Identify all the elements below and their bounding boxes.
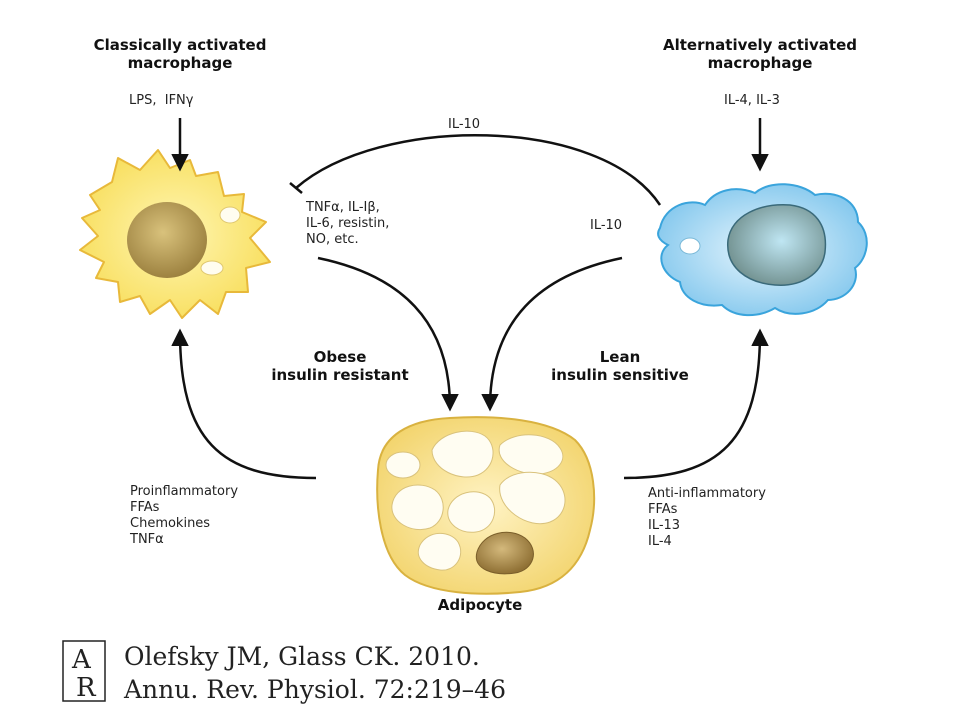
svg-text:A: A: [71, 645, 92, 675]
proinflammatory-factors-list: Proinflammatory FFAs Chemokines TNFα: [130, 484, 239, 547]
adipocyte-cell: [376, 416, 596, 595]
inhibition-bar: [289, 182, 303, 194]
citation-journal: Annu. Rev. Physiol. 72:219–46: [124, 675, 506, 704]
adipocyte-to-m1-arrow: [171, 328, 317, 480]
m2-to-adipocyte-arrow: [481, 256, 623, 412]
right-inputs-label: IL-4, IL-3: [724, 93, 780, 108]
adipocyte-to-m2-arrow: [623, 328, 769, 480]
left-inputs-label: LPS, IFNγ: [129, 93, 194, 108]
classically-activated-macrophage-cell: [79, 149, 271, 319]
top-arc-il10-label: IL-10: [448, 117, 481, 132]
left-macrophage-title: Classically activated macrophage: [93, 36, 267, 72]
il10-inhibition-arc: [295, 133, 662, 206]
alternatively-activated-macrophage-cell: [657, 183, 868, 317]
anti-inflammatory-factors-list: Anti-inflammatory FFAs IL-13 IL-4: [648, 486, 766, 549]
obese-state-label: Obese insulin resistant: [271, 348, 409, 384]
m1-secreted-factors: TNFα, IL-Iβ, IL-6, resistin, NO, etc.: [306, 200, 390, 247]
annual-reviews-logo: A R: [62, 640, 106, 702]
m1-to-adipocyte-arrow: [317, 256, 459, 412]
m2-secreted-il10: IL-10: [590, 218, 623, 233]
adipocyte-label: Adipocyte: [437, 596, 523, 614]
svg-text:R: R: [76, 673, 97, 702]
right-macrophage-title: Alternatively activated macrophage: [662, 36, 857, 72]
lean-state-label: Lean insulin sensitive: [551, 348, 689, 384]
citation-authors: Olefsky JM, Glass CK. 2010.: [124, 642, 480, 671]
